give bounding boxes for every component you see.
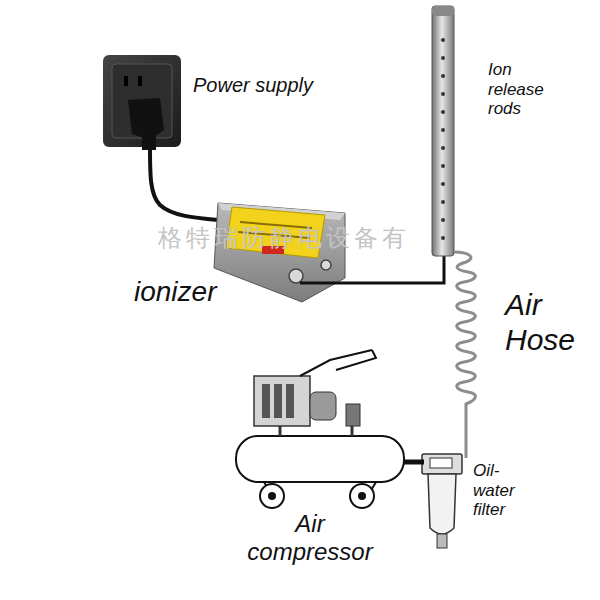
rod-label: Ion release rods [488, 60, 552, 119]
air-hose [454, 252, 475, 458]
air-compressor [236, 350, 424, 508]
ionizer-label: ionizer [134, 276, 254, 308]
compressor-label: Air compressor [240, 510, 380, 565]
hv-cable [300, 255, 444, 283]
ion-rod [432, 6, 454, 256]
power-cord [150, 148, 218, 220]
oil-water-filter [422, 454, 462, 548]
watermark: 格特瑞防静电设备有 [158, 225, 410, 253]
ionizer-unit [214, 203, 345, 302]
wall-outlet [103, 55, 181, 150]
hose-label: Air Hose [505, 288, 589, 357]
power-label: Power supply [193, 74, 363, 97]
filter-label: Oil-water filter [473, 461, 533, 520]
